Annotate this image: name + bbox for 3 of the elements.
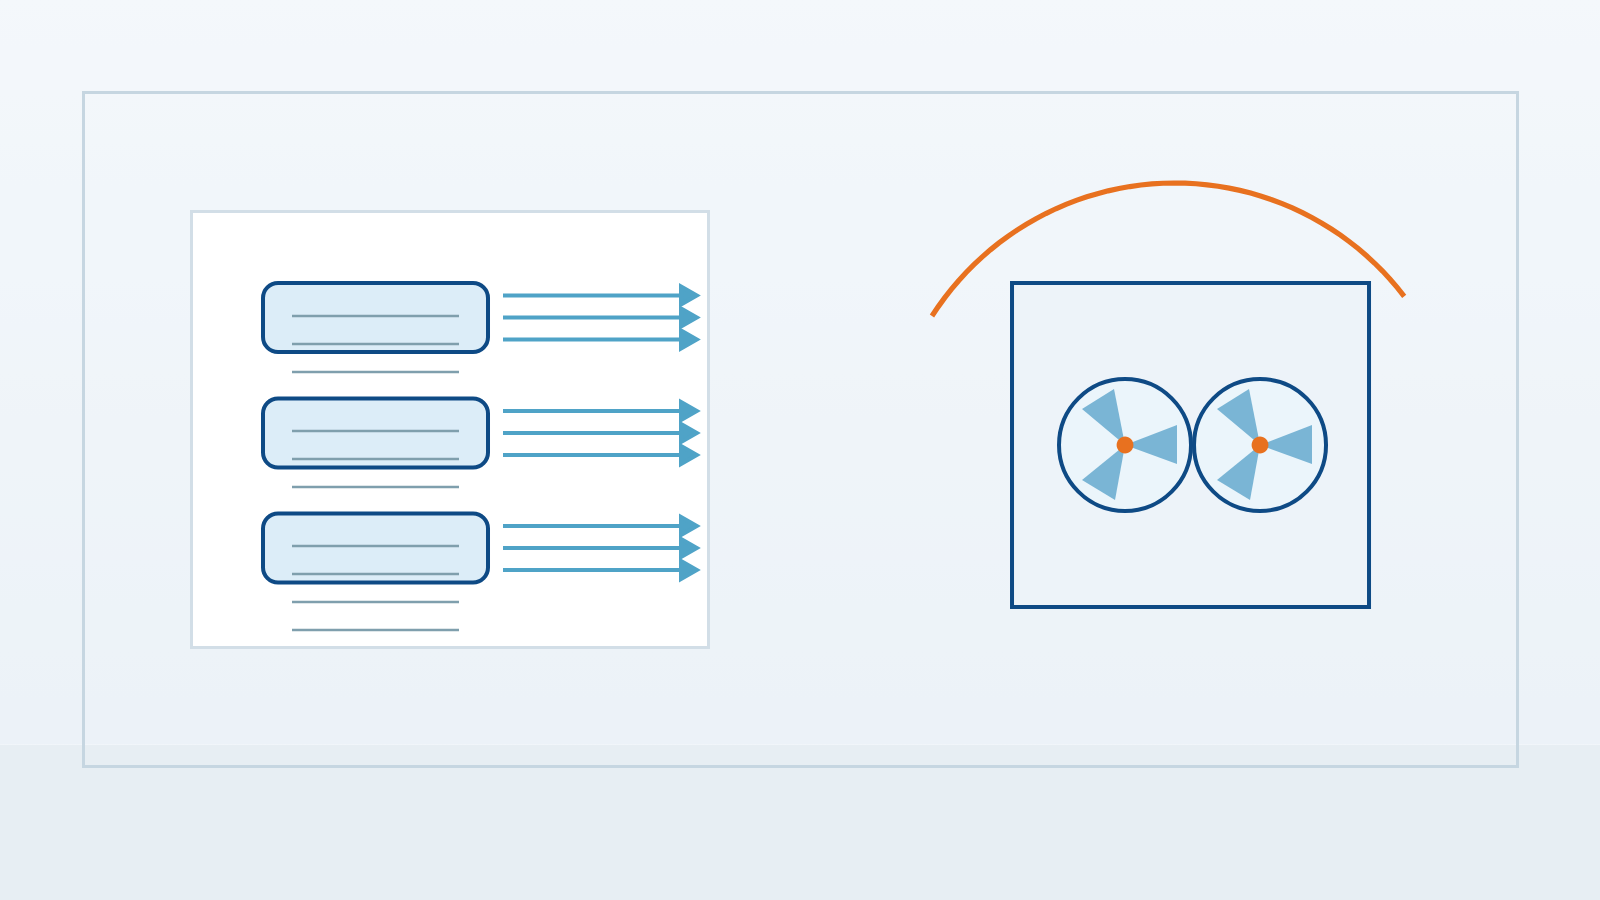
rounded-box bbox=[261, 281, 490, 354]
rounded-box bbox=[261, 511, 490, 585]
rounded-box bbox=[261, 396, 490, 470]
